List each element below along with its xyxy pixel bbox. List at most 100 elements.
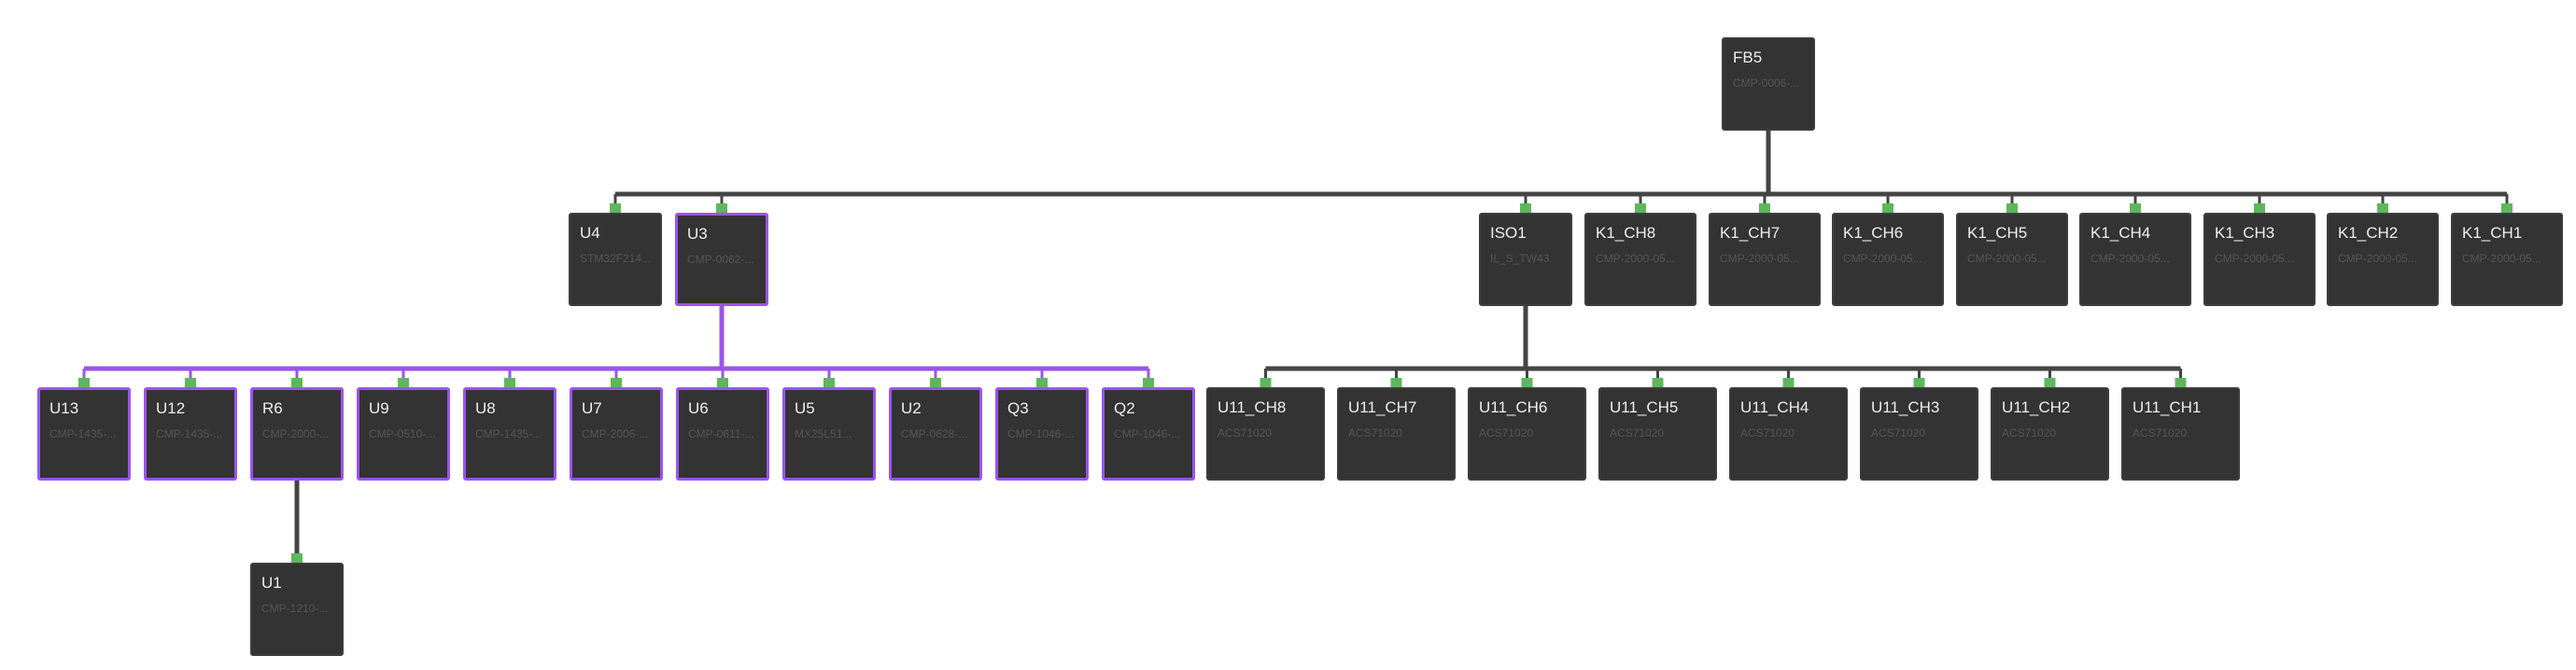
node-u7[interactable]: U7 CMP-2006-... [570,387,663,481]
node-k1-ch4[interactable]: K1_CH4 CMP-2000-05... [2079,213,2191,306]
node-k1-ch7[interactable]: K1_CH7 CMP-2000-05... [1709,213,1821,306]
node-u4[interactable]: U4 STM32F214... [569,213,662,306]
node-u11-ch2[interactable]: U11_CH2 ACS71020 [1991,387,2109,481]
connection-port [1782,378,1795,387]
connection-port [2006,203,2018,213]
connection-port [291,378,303,387]
node-ref: K1_CH1 [2462,224,2523,242]
node-ref: U11_CH4 [1740,398,1809,416]
node-part-number: MX25L51... [795,427,852,440]
node-part-number: ACS71020 [2133,426,2188,440]
node-u2[interactable]: U2 CMP-0628-... [889,387,982,481]
node-part-number: CMP-2000-05... [2338,252,2417,265]
node-ref: U8 [475,399,496,417]
node-part-number: CMP-0510-... [369,427,436,440]
node-ref: U1 [261,574,282,592]
node-ref: K1_CH7 [1720,224,1781,242]
node-k1-ch1[interactable]: K1_CH1 CMP-2000-05... [2451,213,2563,306]
node-part-number: ACS71020 [2002,426,2057,440]
node-part-number: CMP-0062-... [687,253,754,266]
node-u11-ch7[interactable]: U11_CH7 ACS71020 [1337,387,1456,481]
connection-port [2501,203,2513,213]
node-ref: K1_CH5 [1967,224,2028,242]
node-part-number: CMP-0628-... [901,427,968,440]
node-q2[interactable]: Q2 CMP-1046-... [1102,387,1195,481]
connection-port [1521,378,1533,387]
node-part-number: ACS71020 [1479,426,1534,440]
node-part-number: ACS71020 [1871,426,1926,440]
node-k1-ch3[interactable]: K1_CH3 CMP-2000-05... [2203,213,2316,306]
connection-port [2254,203,2265,213]
node-u11-ch4[interactable]: U11_CH4 ACS71020 [1729,387,1848,481]
connection-port [185,378,196,387]
connection-port [1390,378,1402,387]
connection-port [1913,378,1925,387]
node-ref: U13 [49,399,79,417]
connection-port [1143,378,1154,387]
connection-port [398,378,409,387]
node-part-number: CMP-2000-05... [1596,252,1675,265]
node-u9[interactable]: U9 CMP-0510-... [357,387,450,481]
connection-port [1882,203,1893,213]
connection-port [611,378,622,387]
node-ref: K1_CH4 [2090,224,2151,242]
node-part-number: ACS71020 [1740,426,1795,440]
node-u11-ch6[interactable]: U11_CH6 ACS71020 [1468,387,1586,481]
node-fb5[interactable]: FB5 CMP-0006-... [1722,37,1815,131]
connection-port [1759,203,1770,213]
node-ref: U12 [156,399,186,417]
node-part-number: ACS71020 [1348,426,1403,440]
node-u12[interactable]: U12 CMP-1435-... [144,387,237,481]
node-part-number: CMP-2000-05... [1843,252,1922,265]
node-ref: U2 [901,399,922,417]
node-u11-ch1[interactable]: U11_CH1 ACS71020 [2121,387,2240,481]
connection-port [1652,378,1664,387]
node-q3[interactable]: Q3 CMP-1046-... [995,387,1089,481]
connection-port [1036,378,1048,387]
connection-port [2044,378,2056,387]
node-r6[interactable]: R6 CMP-2000-... [250,387,344,481]
node-part-number: CMP-0006-... [1733,77,1800,90]
node-u11-ch8[interactable]: U11_CH8 ACS71020 [1206,387,1325,481]
node-u11-ch5[interactable]: U11_CH5 ACS71020 [1598,387,1717,481]
node-u1[interactable]: U1 CMP-1210-... [250,563,344,656]
node-u11-ch3[interactable]: U11_CH3 ACS71020 [1860,387,1978,481]
node-ref: ISO1 [1490,224,1527,242]
connection-port [1520,203,1531,213]
node-ref: U11_CH3 [1871,398,1940,416]
connection-port [504,378,515,387]
node-k1-ch2[interactable]: K1_CH2 CMP-2000-05... [2327,213,2439,306]
node-k1-ch6[interactable]: K1_CH6 CMP-2000-05... [1832,213,1944,306]
node-ref: Q2 [1114,399,1135,417]
node-ref: U6 [688,399,709,417]
node-ref: U11_CH6 [1479,398,1548,416]
node-ref: FB5 [1733,49,1763,66]
node-u13[interactable]: U13 CMP-1435-... [37,387,131,481]
node-part-number: CMP-2000-... [262,427,330,440]
node-part-number: CMP-2006-... [582,427,649,440]
node-ref: U11_CH5 [1610,398,1679,416]
node-part-number: CMP-1046-... [1114,427,1181,440]
node-part-number: STM32F214... [580,252,652,265]
node-ref: U11_CH7 [1348,398,1417,416]
node-part-number: CMP-1046-... [1007,427,1075,440]
node-u5[interactable]: U5 MX25L51... [782,387,876,481]
node-ref: U7 [582,399,602,417]
node-u8[interactable]: U8 CMP-1435-... [463,387,556,481]
node-k1-ch8[interactable]: K1_CH8 CMP-2000-05... [1584,213,1696,306]
node-part-number: IL_S_TW43 [1490,252,1550,265]
node-ref: U9 [369,399,389,417]
node-part-number: CMP-2000-05... [2462,252,2541,265]
node-ref: Q3 [1007,399,1029,417]
node-u6[interactable]: U6 CMP-0611-... [676,387,769,481]
node-ref: K1_CH2 [2338,224,2399,242]
node-iso1[interactable]: ISO1 IL_S_TW43 [1479,213,1572,306]
node-u3[interactable]: U3 CMP-0062-... [675,213,768,306]
node-k1-ch5[interactable]: K1_CH5 CMP-2000-05... [1956,213,2068,306]
node-ref: U11_CH8 [1218,398,1287,416]
connection-port [291,553,303,563]
node-ref: U11_CH2 [2002,398,2071,416]
node-part-number: CMP-1435-... [475,427,542,440]
node-ref: U4 [580,224,600,242]
